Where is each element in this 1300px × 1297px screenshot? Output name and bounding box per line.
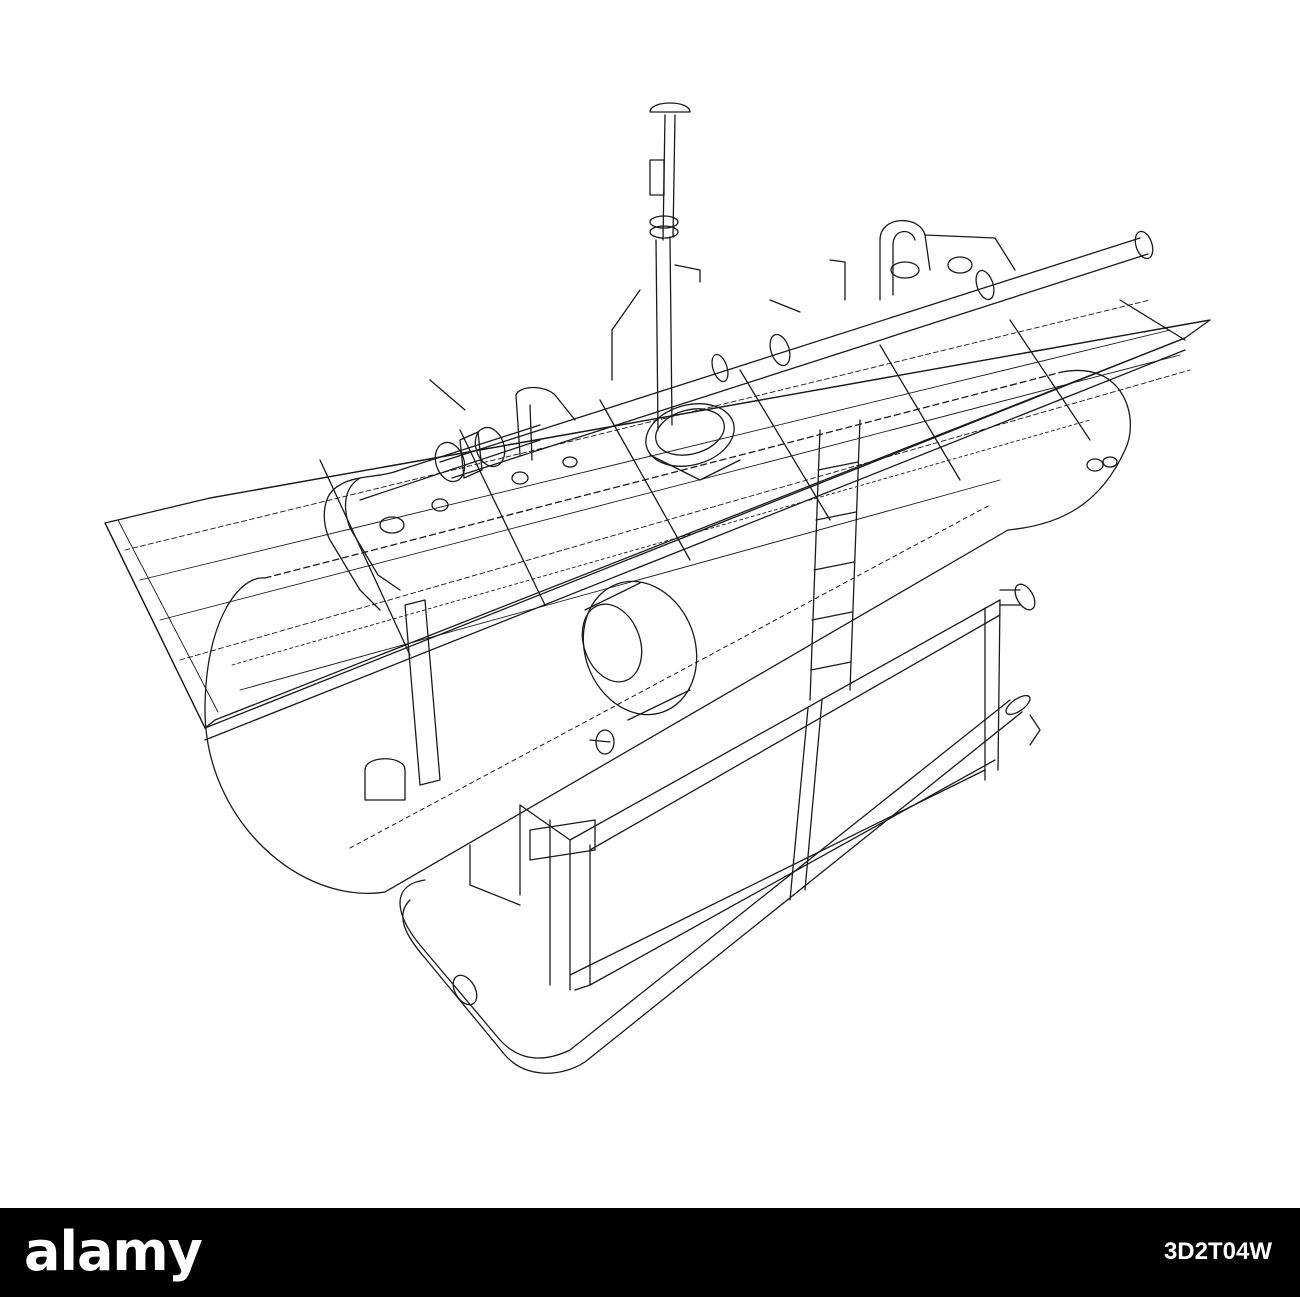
bottom-pipe [399,694,1041,1074]
image-id: 3D2T04W [1163,1238,1272,1265]
support-frame [469,599,1001,991]
top-platform-deck [104,299,1211,741]
tank-side-manhole [581,580,698,721]
top-main-pipe [439,230,1154,479]
u-bend-pipe-right [769,219,1016,313]
watermark-bar: alamy 3D2T04W [0,1208,1300,1297]
elbow-pipe-center [515,386,576,461]
top-valves [429,379,506,483]
vent-stack [611,102,701,431]
elbow-pipe-left [323,424,578,611]
deck-hatch [645,403,741,481]
brand-logo: alamy [24,1220,203,1283]
bracket-plates [364,599,596,861]
ladder [809,419,861,701]
wireframe-svg [104,102,1211,1074]
right-nozzles [589,583,1036,755]
tank-cylinder [204,369,1132,894]
wireframe-drawing [104,102,1211,1074]
